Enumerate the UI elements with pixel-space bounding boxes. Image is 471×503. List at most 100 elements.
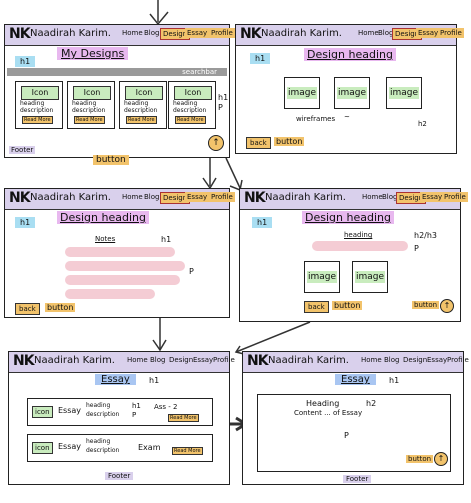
nav-essay[interactable]: Essay [193, 356, 214, 364]
image-label: image [336, 87, 368, 99]
nav-blog[interactable]: Blog [144, 193, 160, 201]
read-more-button[interactable]: Read More [74, 116, 105, 124]
essay-icon: icon [32, 442, 53, 454]
back-button[interactable]: back [246, 137, 271, 149]
nav-profile[interactable]: Profile [209, 28, 235, 38]
essay-title: Essay [335, 374, 376, 385]
arrow-f1-f4 [225, 157, 241, 189]
annotation-h2: h2 [366, 399, 377, 408]
logo: NK [244, 190, 266, 206]
caption-wireframes: wireframes [296, 115, 336, 123]
image-label: image [286, 87, 318, 99]
essay-row[interactable]: icon Essay heading description Exam Read… [27, 434, 213, 462]
wireframe-design-notes: NK Naadirah Karim. Home Blog Design Essa… [4, 188, 235, 318]
read-more-button[interactable]: Read More [126, 116, 157, 124]
nav-blog[interactable]: Blog [384, 356, 400, 364]
logo: NK [240, 26, 262, 42]
arrow-up-icon: ↑ [443, 301, 451, 310]
nav-design[interactable]: Design [396, 192, 427, 204]
h1-badge: h1 [15, 56, 36, 67]
read-more-button[interactable]: Read More [175, 116, 206, 124]
essay-heading: heading [86, 438, 111, 445]
card-description: description [20, 107, 54, 114]
content-body: Content ... of Essay [294, 409, 363, 417]
image-label: image [306, 271, 338, 283]
nav-design[interactable]: Design [169, 356, 194, 364]
logo: NK [13, 353, 35, 369]
essay-row[interactable]: icon Essay heading description h1 P Ass … [27, 398, 213, 426]
wireframe-essay-detail: NK Naadirah Karim. Home Blog Design Essa… [242, 351, 469, 485]
nav-home[interactable]: Home [122, 29, 143, 37]
logo: NK [9, 190, 31, 206]
nav-design[interactable]: Design [160, 28, 191, 40]
brand-name: Naadirah Karim. [30, 192, 111, 203]
nav-home[interactable]: Home [358, 29, 379, 37]
essay-heading: heading [86, 402, 111, 409]
logo: NK [247, 353, 269, 369]
nav-essay[interactable]: Essay [427, 356, 448, 364]
nav-profile[interactable]: Profile [447, 356, 469, 364]
image-placeholder: image [334, 77, 370, 109]
arrowhead-top [149, 11, 169, 26]
annotation-h1: h1 [218, 93, 229, 102]
image-placeholder: image [352, 261, 388, 293]
card-description: description [173, 107, 207, 114]
nav-home[interactable]: Home [122, 193, 143, 201]
arrow-f4-f5 [235, 321, 311, 353]
design-heading: Design heading [304, 48, 396, 61]
annotation-h1: h1 [161, 235, 172, 244]
nav-blog[interactable]: Blog [150, 356, 166, 364]
search-bar[interactable]: searchbar [7, 68, 227, 76]
scroll-top-button[interactable]: ↑ [440, 299, 454, 313]
brand-name: Naadirah Karim. [261, 28, 342, 39]
nav-essay[interactable]: Essay [416, 28, 441, 38]
read-more-button[interactable]: Read More [172, 447, 203, 455]
nav-blog[interactable]: Blog [144, 29, 160, 37]
brand-name: Naadirah Karim. [34, 355, 115, 366]
scroll-top-button[interactable]: ↑ [434, 452, 448, 466]
caption-2: ~ [344, 113, 350, 121]
design-heading: Design heading [57, 211, 149, 224]
nav-home[interactable]: Home [361, 356, 382, 364]
annotation-button: button [93, 155, 129, 165]
nav-blog[interactable]: Blog [378, 29, 394, 37]
scroll-top-button[interactable]: ↑ [208, 135, 224, 151]
nav-profile[interactable]: Profile [442, 192, 468, 202]
wireframe-design-detail-b: NK Naadirah Karim. Home Blog Design Essa… [239, 188, 468, 322]
nav-home[interactable]: Home [362, 193, 383, 201]
essay-content-panel: Heading h2 Content ... of Essay P button… [257, 394, 451, 472]
annotation-button: button [406, 455, 434, 463]
card-heading: heading [124, 100, 149, 107]
back-button[interactable]: back [304, 301, 329, 313]
card-icon: Icon [21, 86, 59, 100]
nav-design[interactable]: Design [403, 356, 428, 364]
nav-essay[interactable]: Essay [185, 28, 210, 38]
nav-profile[interactable]: Profile [209, 192, 235, 202]
nav-essay[interactable]: Essay [420, 192, 445, 202]
wireframe-my-designs: NK Naadirah Karim. Home Blog Design Essa… [4, 24, 235, 158]
paragraph-highlight [312, 241, 408, 251]
nav-essay[interactable]: Essay [185, 192, 210, 202]
essay-tag: Exam [138, 443, 161, 452]
nav-profile[interactable]: Profile [213, 356, 235, 364]
read-more-button[interactable]: Read More [22, 116, 53, 124]
search-bar-label: searchbar [182, 68, 217, 76]
card-heading: heading [72, 100, 97, 107]
back-button[interactable]: back [15, 303, 40, 315]
nav-blog[interactable]: Blog [382, 193, 398, 201]
nav-profile[interactable]: Profile [438, 28, 464, 38]
read-more-button[interactable]: Read More [168, 414, 199, 422]
inner-heading: heading [344, 231, 373, 239]
paragraph-highlight [65, 289, 155, 299]
nav-home[interactable]: Home [127, 356, 148, 364]
wireframe-essay-list: NK Naadirah Karim. Home Blog Design Essa… [8, 351, 235, 485]
essay-name: Essay [58, 406, 82, 415]
h1-badge: h1 [250, 53, 271, 64]
annotation-h1: h1 [132, 402, 141, 410]
design-heading: Design heading [302, 211, 394, 224]
image-placeholder: image [284, 77, 320, 109]
